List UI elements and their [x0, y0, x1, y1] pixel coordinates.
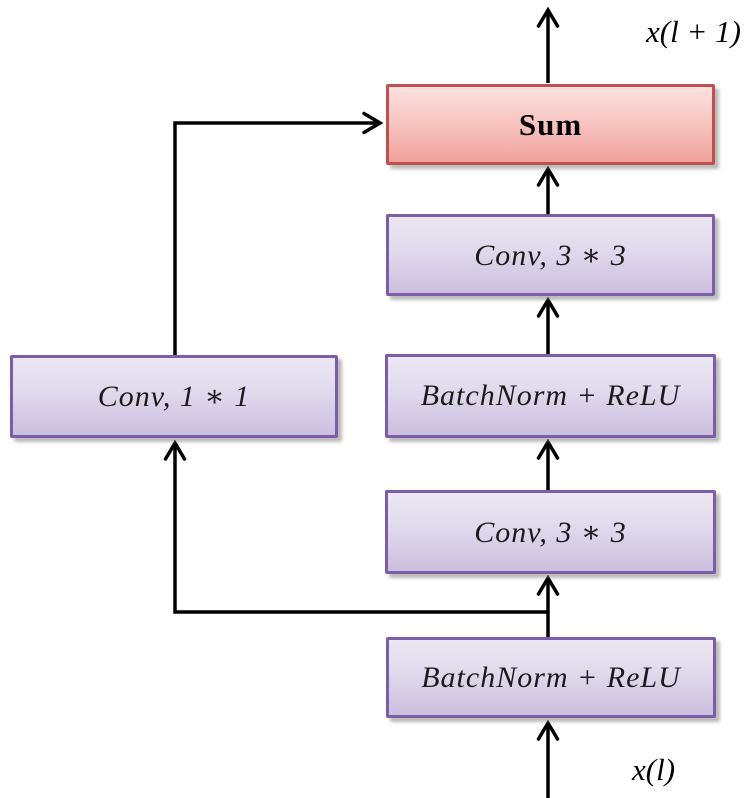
sum-box: Sum [386, 84, 715, 165]
output-label: x(l + 1) [646, 14, 741, 49]
batchnorm-relu-mid-box: BatchNorm + ReLU [385, 354, 716, 438]
batchnorm-relu-bottom-box: BatchNorm + ReLU [386, 637, 716, 718]
conv3x3-lower-label: Conv, 3 ∗ 3 [474, 515, 627, 549]
conv3x3-upper-label: Conv, 3 ∗ 3 [474, 238, 627, 272]
conv3x3-upper-box: Conv, 3 ∗ 3 [386, 214, 715, 296]
batchnorm-relu-bottom-label: BatchNorm + ReLU [421, 660, 681, 694]
conv1x1-skip-label: Conv, 1 ∗ 1 [97, 380, 251, 413]
sum-label: Sum [518, 106, 583, 142]
input-label: x(l) [632, 752, 676, 787]
conv1x1-skip-box: Conv, 1 ∗ 1 [10, 355, 338, 438]
arrow-conv1x1-to-sum [173, 111, 384, 355]
conv3x3-lower-box: Conv, 3 ∗ 3 [385, 490, 716, 574]
batchnorm-relu-mid-label: BatchNorm + ReLU [420, 379, 681, 412]
